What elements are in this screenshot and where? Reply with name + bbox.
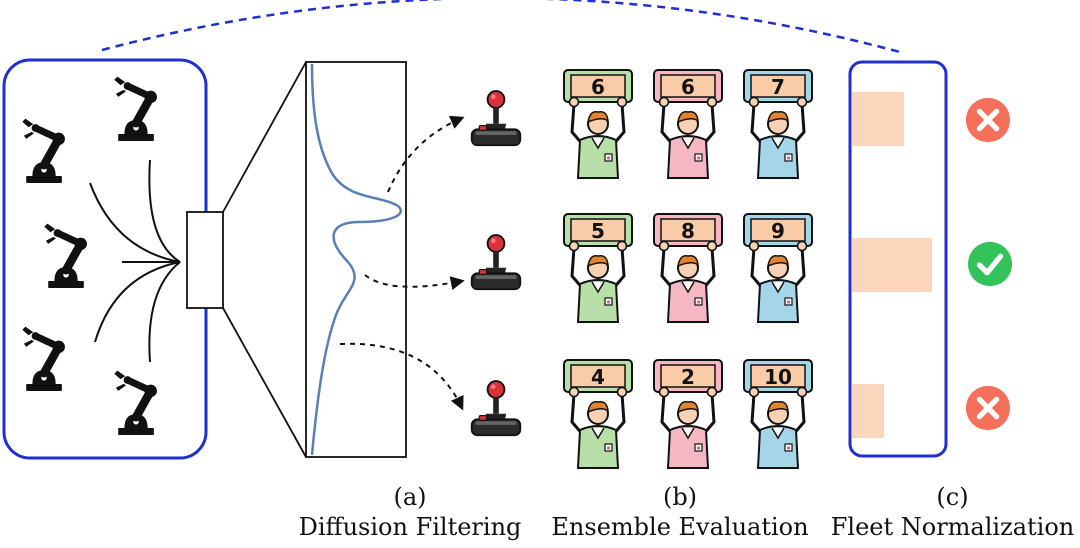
score-value: 7	[771, 75, 785, 99]
score-value: 5	[591, 219, 605, 243]
projection-line-top	[222, 61, 307, 213]
score-value: 8	[681, 219, 695, 243]
evaluator-person-icon: 10	[743, 359, 813, 469]
encoder-box	[186, 211, 224, 309]
evaluator-person-icon: 4	[563, 359, 633, 469]
joystick-icon	[470, 90, 522, 147]
score-card: 6	[653, 69, 723, 103]
score-value: 6	[591, 75, 605, 99]
score-value: 2	[681, 365, 695, 389]
evaluator-person-icon: 8	[653, 213, 723, 323]
reject-x-circle-icon	[966, 98, 1010, 142]
caption-title: Ensemble Evaluation	[551, 513, 809, 541]
caption-title: Diffusion Filtering	[298, 513, 522, 541]
fleet-connection-curves	[89, 159, 181, 363]
score-value: 10	[764, 365, 792, 389]
caption-title: Fleet Normalization	[830, 513, 1075, 541]
score-card: 6	[563, 69, 633, 103]
score-card: 7	[743, 69, 813, 103]
score-card: 10	[743, 359, 813, 393]
projection-line-bottom	[222, 307, 307, 458]
normalized-score-bar	[852, 384, 884, 438]
evaluator-person-icon: 2	[653, 359, 723, 469]
score-card: 4	[563, 359, 633, 393]
distribution-curve	[310, 63, 402, 456]
normalized-score-bar	[852, 238, 932, 292]
joystick-icon	[470, 380, 522, 437]
accept-check-circle-icon	[968, 242, 1012, 286]
evaluator-person-icon: 6	[563, 69, 633, 179]
score-card: 2	[653, 359, 723, 393]
caption-ensemble-evaluation: (b) Ensemble Evaluation	[545, 482, 815, 542]
score-value: 4	[591, 365, 605, 389]
caption-tag: (c)	[936, 483, 969, 511]
caption-diffusion-filtering: (a) Diffusion Filtering	[290, 482, 530, 542]
overview-dashed-arc	[101, 0, 901, 54]
score-value: 9	[771, 219, 785, 243]
sampling-arrows	[339, 115, 465, 411]
normalized-score-bars	[852, 92, 932, 438]
evaluator-person-icon: 6	[653, 69, 723, 179]
distribution-panel	[305, 61, 407, 458]
normalized-score-bar	[852, 92, 904, 146]
evaluator-person-icon: 9	[743, 213, 813, 323]
caption-tag: (b)	[662, 483, 698, 511]
ensemble-evaluators: 6 6 7 5 8 9 4 2 10	[563, 69, 813, 469]
evaluator-person-icon: 7	[743, 69, 813, 179]
joystick-icon	[470, 234, 522, 291]
caption-fleet-normalization: (c) Fleet Normalization	[825, 482, 1080, 542]
score-value: 6	[681, 75, 695, 99]
caption-tag: (a)	[393, 483, 427, 511]
score-card: 8	[653, 213, 723, 247]
score-card: 9	[743, 213, 813, 247]
evaluator-person-icon: 5	[563, 213, 633, 323]
reject-x-circle-icon	[966, 386, 1010, 430]
score-card: 5	[563, 213, 633, 247]
